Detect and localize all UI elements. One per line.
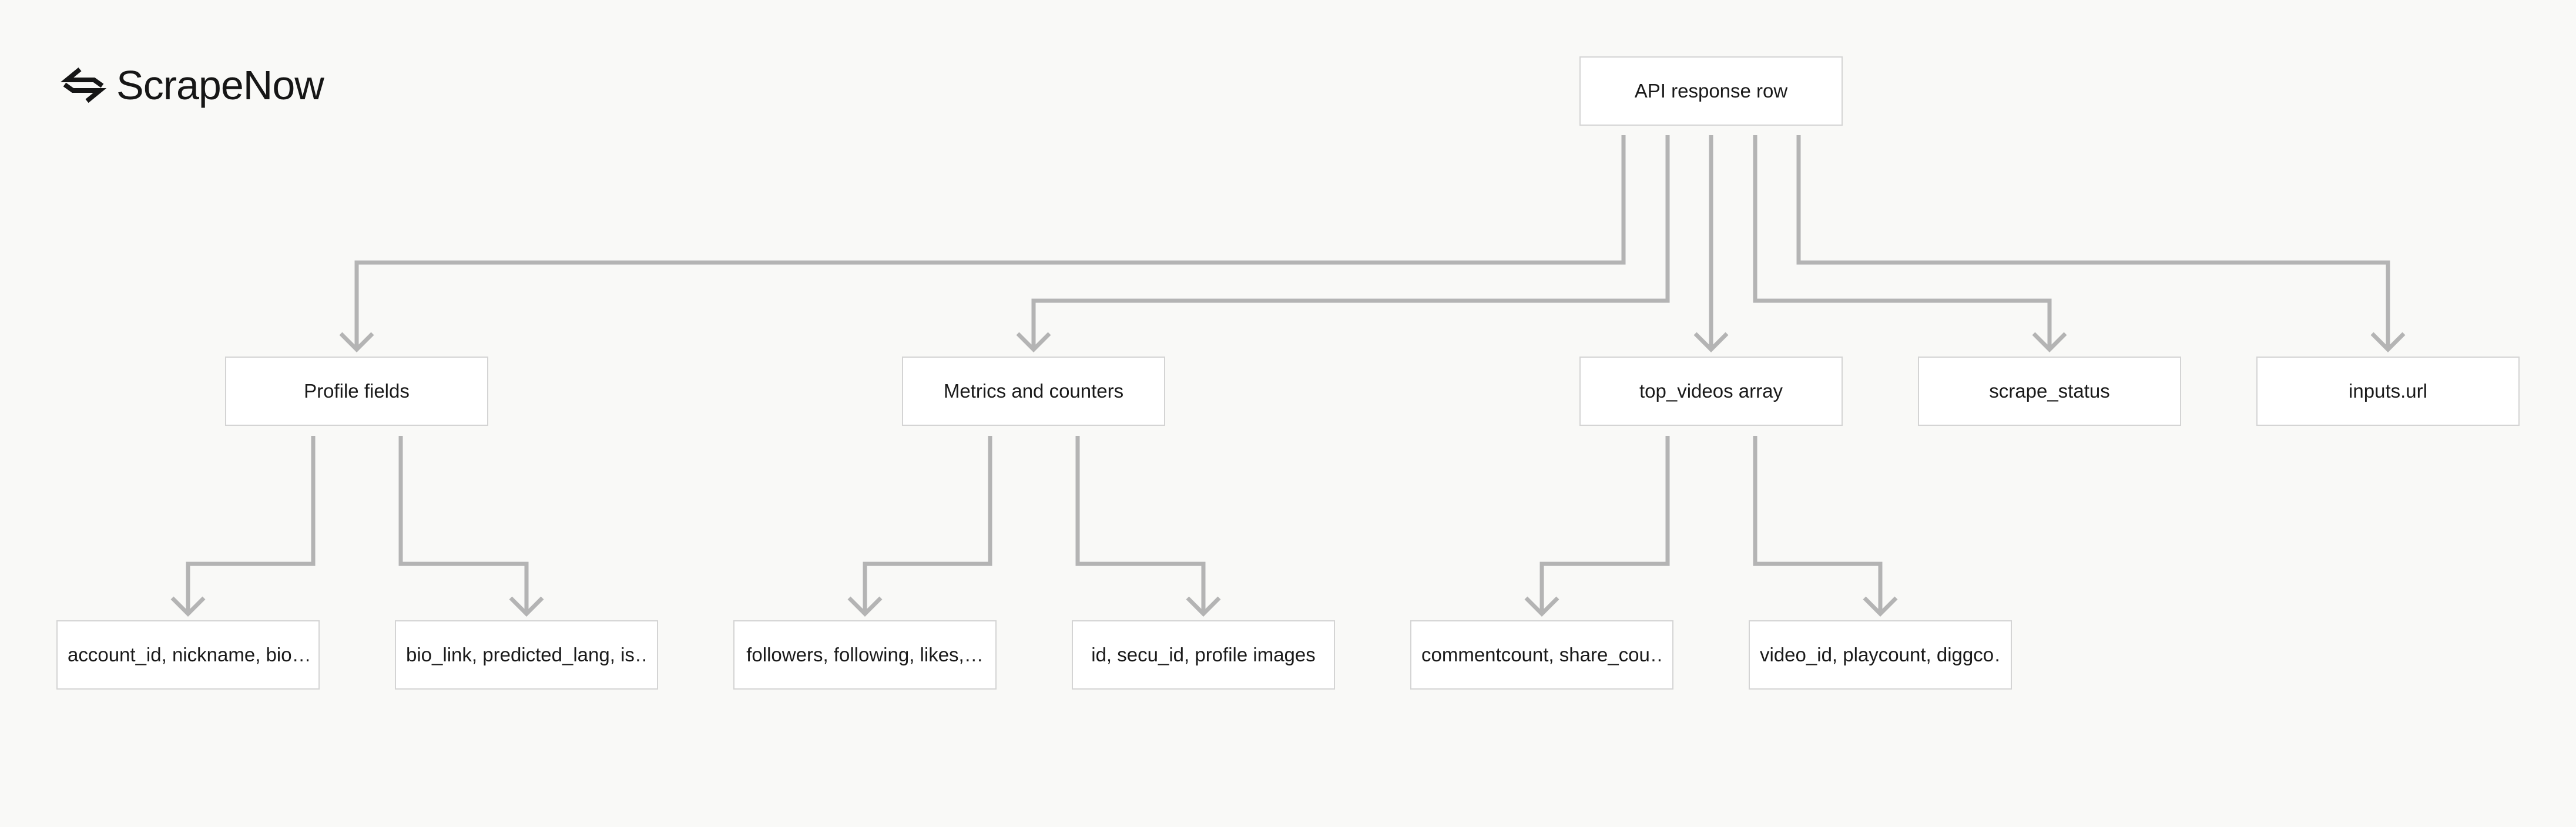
connector-metrics-to-child-1 [847, 436, 992, 617]
node-metrics-child-1-label: followers, following, likes,… [746, 644, 984, 665]
node-scrape-status: scrape_status [1918, 357, 2181, 426]
node-metrics-child-2: id, secu_id, profile images [1072, 620, 1335, 690]
connector-root-to-metrics [1016, 135, 1670, 352]
node-metrics-child-1: followers, following, likes,… [733, 620, 997, 690]
connector-profile-to-child-1 [170, 436, 316, 617]
node-profile-child-2: bio_link, predicted_lang, is… [395, 620, 658, 690]
node-profile-fields: Profile fields [225, 357, 488, 426]
node-inputs-url: inputs.url [2256, 357, 2520, 426]
node-metrics-and-counters: Metrics and counters [902, 357, 1165, 426]
node-metrics-child-2-label: id, secu_id, profile images [1091, 644, 1316, 665]
connector-root-to-inputs-url [1796, 135, 2406, 352]
node-top-videos-child-1-label: commentcount, share_cou… [1421, 644, 1662, 665]
node-profile-child-1-label: account_id, nickname, bio… [68, 644, 308, 665]
node-root-label: API response row [1634, 80, 1788, 102]
connector-root-to-top-videos [1693, 135, 1729, 352]
connector-top-videos-to-child-1 [1524, 436, 1670, 617]
node-top-videos-array-label: top_videos array [1639, 380, 1783, 402]
connector-top-videos-to-child-2 [1753, 436, 1898, 617]
node-profile-fields-label: Profile fields [304, 380, 410, 402]
node-top-videos-child-2-label: video_id, playcount, diggco… [1760, 644, 2001, 665]
brand-name: ScrapeNow [116, 62, 324, 108]
connector-metrics-to-child-2 [1075, 436, 1221, 617]
node-root: API response row [1579, 56, 1843, 126]
node-inputs-url-label: inputs.url [2349, 380, 2427, 402]
node-profile-child-2-label: bio_link, predicted_lang, is… [406, 644, 647, 665]
connector-root-to-scrape-status [1753, 135, 2067, 352]
connector-root-to-profile-fields [339, 135, 1626, 352]
node-top-videos-array: top_videos array [1579, 357, 1843, 426]
node-top-videos-child-1: commentcount, share_cou… [1410, 620, 1673, 690]
brand: ScrapeNow [59, 59, 324, 112]
node-scrape-status-label: scrape_status [1989, 380, 2110, 402]
connector-profile-to-child-2 [398, 436, 544, 617]
scrapenow-logo-icon [60, 67, 107, 103]
node-profile-child-1: account_id, nickname, bio… [56, 620, 320, 690]
node-top-videos-child-2: video_id, playcount, diggco… [1749, 620, 2012, 690]
node-metrics-and-counters-label: Metrics and counters [943, 380, 1124, 402]
